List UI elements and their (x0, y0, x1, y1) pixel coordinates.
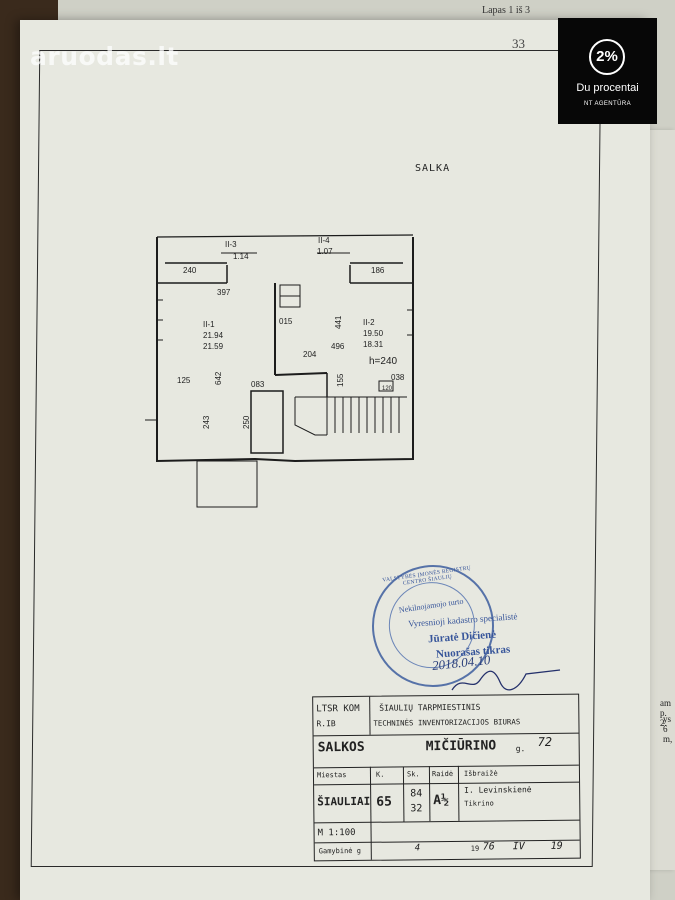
tb-scale: M 1:100 (317, 827, 356, 839)
tb-col (369, 766, 372, 860)
label-room4-id: II-4 (318, 236, 330, 245)
label-dim-125: 125 (177, 376, 191, 385)
tb-org-right2: TECHNINĖS INVENTORIZACIJOS BIURAS (373, 717, 521, 728)
tb-street-suffix: g. (515, 744, 526, 754)
label-height: h=240 (369, 356, 398, 367)
label-dim-120: 120 (382, 386, 393, 392)
tb-row3-b: K. (375, 770, 385, 779)
tb-col (402, 766, 405, 822)
label-dim-240: 240 (183, 266, 197, 275)
label-dim-441: 441 (334, 315, 343, 329)
label-dim-155: 155 (336, 373, 345, 387)
label-room1-id: II-1 (203, 320, 215, 329)
logo-subtitle: NT AGENTŪRA (584, 101, 631, 107)
tb-col (369, 696, 371, 735)
tb-house: 72 (537, 734, 553, 750)
label-room2-area-a: 19.50 (363, 329, 384, 338)
label-dim-015: 015 (279, 317, 293, 326)
tb-rule (313, 764, 579, 769)
plan-stair-landing (294, 397, 327, 436)
tb-num2b: 32 (410, 803, 423, 815)
label-dim-642: 642 (214, 371, 223, 385)
label-dim-204: 204 (303, 350, 317, 359)
tb-street: MIČIŪRINO (425, 738, 497, 755)
tb-num2a: 84 (410, 788, 423, 800)
tb-drawer: I. Levinskienė (464, 785, 532, 795)
page-number: 33 (512, 36, 525, 51)
plan-partition-h (274, 372, 328, 376)
side-note-1: am p. 2. (660, 698, 671, 728)
tb-made: Gamybinė g (318, 846, 361, 856)
label-room3-area: 1.14 (233, 252, 249, 261)
tb-object: SALKOS (317, 739, 365, 756)
label-dim-186: 186 (371, 266, 385, 275)
tb-month: IV (512, 841, 525, 853)
label-room4-area: 1.07 (317, 247, 333, 256)
tb-year-prefix: 19 (470, 844, 480, 853)
tb-col (428, 766, 431, 822)
label-dim-397: 397 (217, 288, 231, 297)
label-dim-083: 083 (251, 380, 265, 389)
agency-logo: 2% Du procentai NT AGENTŪRA (558, 18, 657, 124)
label-dim-250: 250 (242, 415, 251, 429)
label-room2-id: II-2 (363, 318, 375, 327)
tb-org-left1: LTSR KOM (316, 703, 360, 715)
tb-checked: Tikrino (464, 799, 494, 808)
tb-year: 76 (482, 841, 495, 853)
tb-col (457, 765, 460, 821)
tb-city: ŠIAULIAI (317, 794, 371, 809)
plan-title: SALKA (415, 163, 451, 174)
label-room2-area-b: 18.31 (363, 340, 384, 349)
tb-num1: 65 (376, 794, 392, 810)
label-room1-area-a: 21.94 (203, 331, 224, 340)
plan-stair-box (250, 390, 284, 454)
tb-day: 19 (550, 840, 563, 852)
floor-plan: II-3 1.14 II-4 1.07 240 186 397 015 441 … (145, 234, 414, 508)
logo-name: Du procentai (576, 82, 639, 94)
tb-letter: A½ (433, 792, 449, 809)
tb-row3-a: Miestas (316, 771, 347, 780)
tb-col-num: 4 (414, 843, 421, 854)
side-note-2: ys 6 m, (663, 714, 673, 744)
tb-rule (314, 781, 580, 786)
page-label: Lapas 1 iš 3 (482, 5, 531, 16)
plan-balcony (196, 460, 258, 508)
watermark-text: aruodas.lt (30, 42, 179, 71)
tb-row3-d: Raidė (431, 769, 454, 779)
label-dim-496: 496 (331, 342, 345, 351)
label-room1-area-b: 21.59 (203, 342, 224, 351)
plan-hatch-box (378, 380, 394, 392)
plan-top-line (156, 234, 414, 238)
tb-row3-e: Išbraižė (463, 769, 498, 778)
signature-stroke (451, 669, 561, 691)
label-dim-243: 243 (202, 415, 211, 429)
label-dim-038: 038 (391, 373, 405, 382)
signature (451, 669, 561, 691)
tb-org-left2: R.IB (316, 719, 336, 729)
title-block: LTSR KOM R.IB ŠIAULIŲ TARPMIESTINIS TECH… (312, 693, 581, 862)
plan-outer-wall (156, 237, 414, 463)
label-room3-id: II-3 (225, 240, 237, 249)
tb-rule (314, 819, 580, 824)
logo-mark: 2% (589, 39, 625, 75)
tb-rule (314, 839, 580, 844)
tb-org-right1: ŠIAULIŲ TARPMIESTINIS (379, 702, 481, 713)
tb-row3-c: Sk. (406, 770, 420, 779)
